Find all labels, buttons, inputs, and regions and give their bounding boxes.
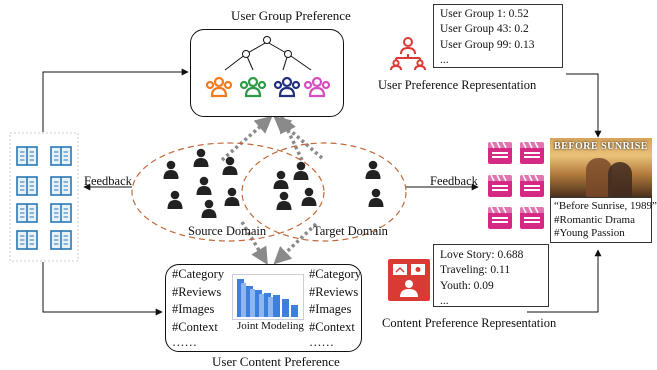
right-tag-more: …… [309, 335, 334, 350]
left-tag-reviews: #Reviews [172, 284, 222, 299]
right-tag-images: #Images [309, 302, 352, 317]
joint-modeling-label: Joint Modeling [237, 320, 304, 332]
movie-title: “Before Sunrise, 1989” [554, 200, 657, 212]
movie-tag-1: #Romantic Drama [554, 213, 635, 226]
right-tag-context: #Context [309, 319, 355, 334]
dotted-arrows [220, 114, 324, 266]
group-tree [205, 36, 331, 98]
feedback-right-label: Feedback [430, 174, 478, 188]
movie-caption-box: “Before Sunrise, 1989” #Romantic Drama #… [550, 197, 657, 243]
group-score-more: ... [440, 54, 449, 67]
content-preference-icon [388, 259, 430, 301]
group-scores-box: User Group 1: 0.52 User Group 43: 0.2 Us… [433, 4, 563, 68]
left-tag-more: …… [172, 335, 197, 350]
content-scores-caption: Content Preference Representation [382, 316, 557, 330]
content-score-1: Love Story: 0.688 [440, 249, 524, 261]
clapperboard-icons [487, 141, 545, 230]
content-score-2: Traveling: 0.11 [440, 264, 511, 277]
left-tag-context: #Context [172, 319, 218, 334]
content-score-more: ... [440, 295, 449, 308]
feedback-left-label: Feedback [84, 174, 132, 188]
movie-tag-2: #Young Passion [554, 227, 625, 239]
group-score-2: User Group 43: 0.2 [440, 23, 529, 36]
group-score-1: User Group 1: 0.52 [440, 8, 529, 20]
content-scores-box: Love Story: 0.688 Traveling: 0.11 Youth:… [433, 244, 549, 307]
right-tag-category: #Category [309, 267, 362, 281]
books-frame [9, 132, 79, 262]
user-icons [163, 148, 384, 218]
target-domain-ellipse [241, 142, 407, 242]
group-score-3: User Group 99: 0.13 [440, 38, 535, 51]
poster-figure-2 [608, 162, 632, 197]
right-tag-reviews: #Reviews [309, 284, 359, 299]
flow-arrows [42, 68, 602, 316]
movie-poster: BEFORE SUNRISE [550, 138, 652, 197]
content-score-3: Youth: 0.09 [440, 279, 494, 292]
book-icons [16, 146, 72, 250]
group-scores-caption: User Preference Representation [378, 78, 537, 92]
content-tags-left: #Category #Reviews #Images #Context …… [172, 266, 225, 350]
joint-modeling-chart [232, 274, 304, 320]
network-icon [388, 34, 428, 71]
group-preference-box [190, 29, 344, 117]
source-domain-ellipse [131, 142, 325, 242]
poster-figure-1 [586, 158, 612, 197]
content-box-title: User Content Preference [212, 354, 340, 369]
poster-title: BEFORE SUNRISE [554, 141, 648, 152]
source-domain-label: Source Domain [188, 224, 267, 238]
group-box-title: User Group Preference [231, 8, 351, 23]
target-domain-label: Target Domain [313, 224, 388, 238]
left-tag-category: #Category [172, 267, 225, 281]
left-tag-images: #Images [172, 302, 215, 317]
content-tags-right: #Category #Reviews #Images #Context …… [309, 266, 362, 350]
